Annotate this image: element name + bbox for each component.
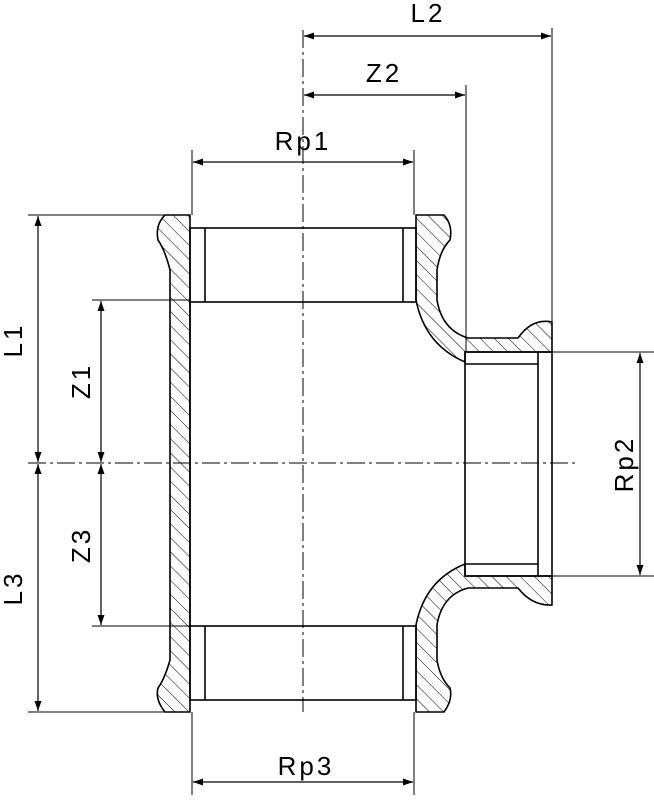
label-l3: L3 bbox=[0, 571, 28, 606]
bore-outlines bbox=[189, 227, 553, 701]
label-rp3: Rp3 bbox=[278, 751, 335, 781]
rp2-thread-zone bbox=[464, 351, 553, 577]
centerlines bbox=[28, 30, 578, 712]
label-rp2: Rp2 bbox=[609, 436, 639, 493]
dimension-lines bbox=[34, 32, 644, 786]
label-z1: Z1 bbox=[66, 363, 96, 399]
right-wall-upper-section bbox=[415, 214, 553, 363]
label-l1: L1 bbox=[0, 323, 28, 358]
right-wall-lower-section bbox=[415, 563, 553, 713]
label-l2: L2 bbox=[411, 0, 446, 28]
extension-lines bbox=[28, 28, 654, 795]
label-z3: Z3 bbox=[66, 527, 96, 563]
label-z2: Z2 bbox=[366, 58, 402, 88]
label-rp1: Rp1 bbox=[275, 126, 332, 156]
